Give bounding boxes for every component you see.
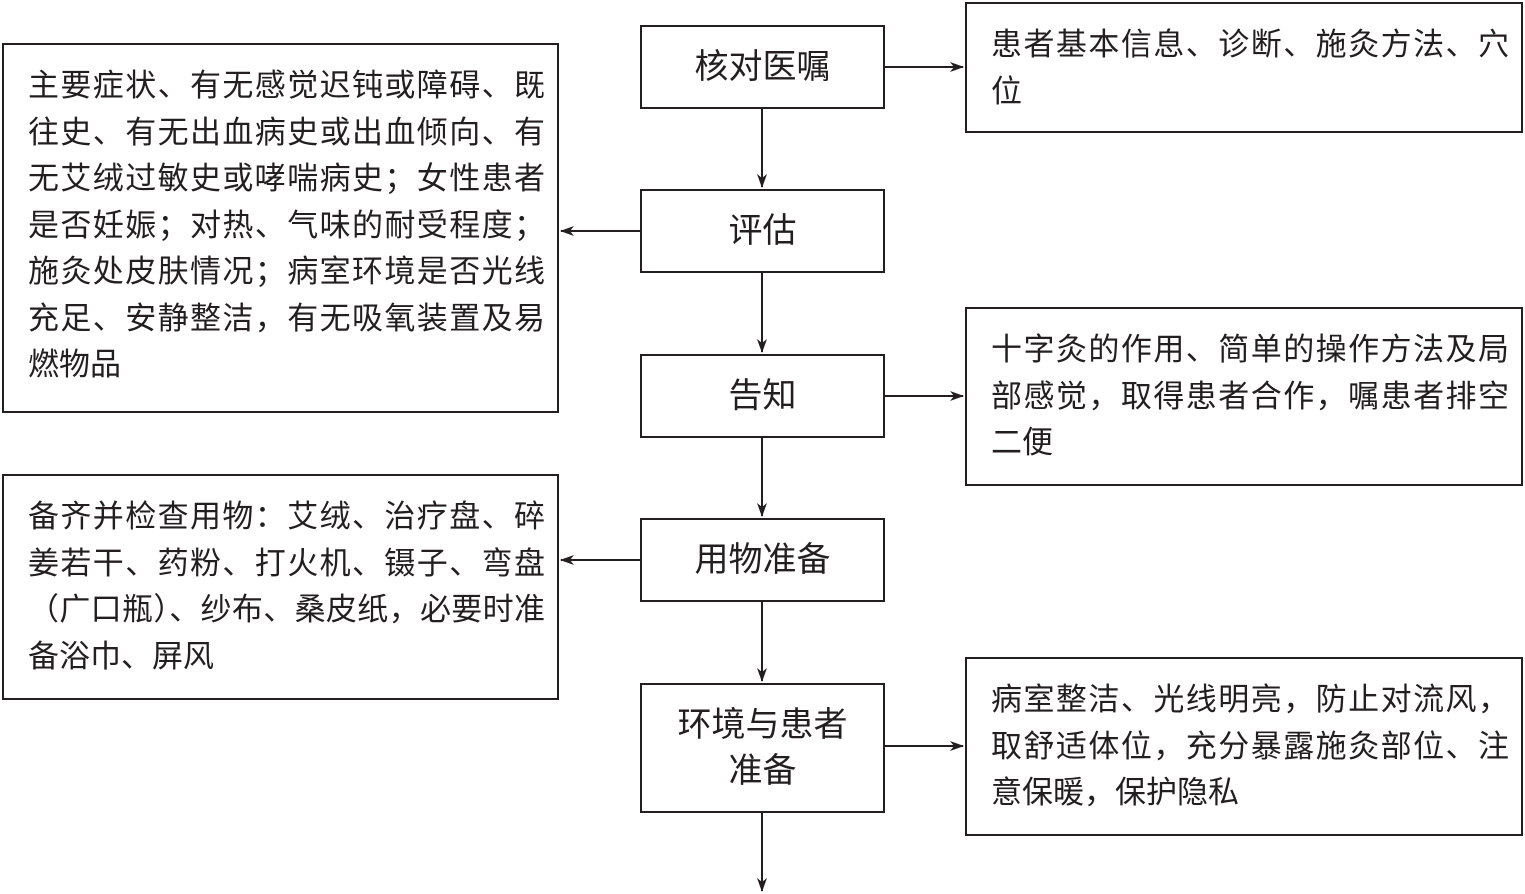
step-environment-patient: 环境与患者准备 bbox=[640, 683, 885, 813]
step-inform: 告知 bbox=[640, 354, 885, 438]
note-assessment: 主要症状、有无感觉迟钝或障碍、既往史、有无出血病史或出血倾向、有无艾绒过敏史或哮… bbox=[2, 43, 559, 413]
note-verify-orders: 患者基本信息、诊断、施灸方法、穴位 bbox=[965, 2, 1523, 133]
note-supplies: 备齐并检查用物：艾绒、治疗盘、碎姜若干、药粉、打火机、镊子、弯盘（广口瓶）、纱布… bbox=[2, 474, 559, 700]
step-environment-patient-label: 环境与患者准备 bbox=[677, 705, 848, 791]
note-environment-patient: 病室整洁、光线明亮，防止对流风，取舒适体位，充分暴露施灸部位、注意保暖，保护隐私 bbox=[965, 657, 1523, 836]
step-supplies: 用物准备 bbox=[640, 518, 885, 602]
step-verify-orders: 核对医嘱 bbox=[640, 25, 885, 109]
note-inform: 十字灸的作用、简单的操作方法及局部感觉，取得患者合作，嘱患者排空二便 bbox=[965, 307, 1523, 486]
step-assessment: 评估 bbox=[640, 189, 885, 273]
